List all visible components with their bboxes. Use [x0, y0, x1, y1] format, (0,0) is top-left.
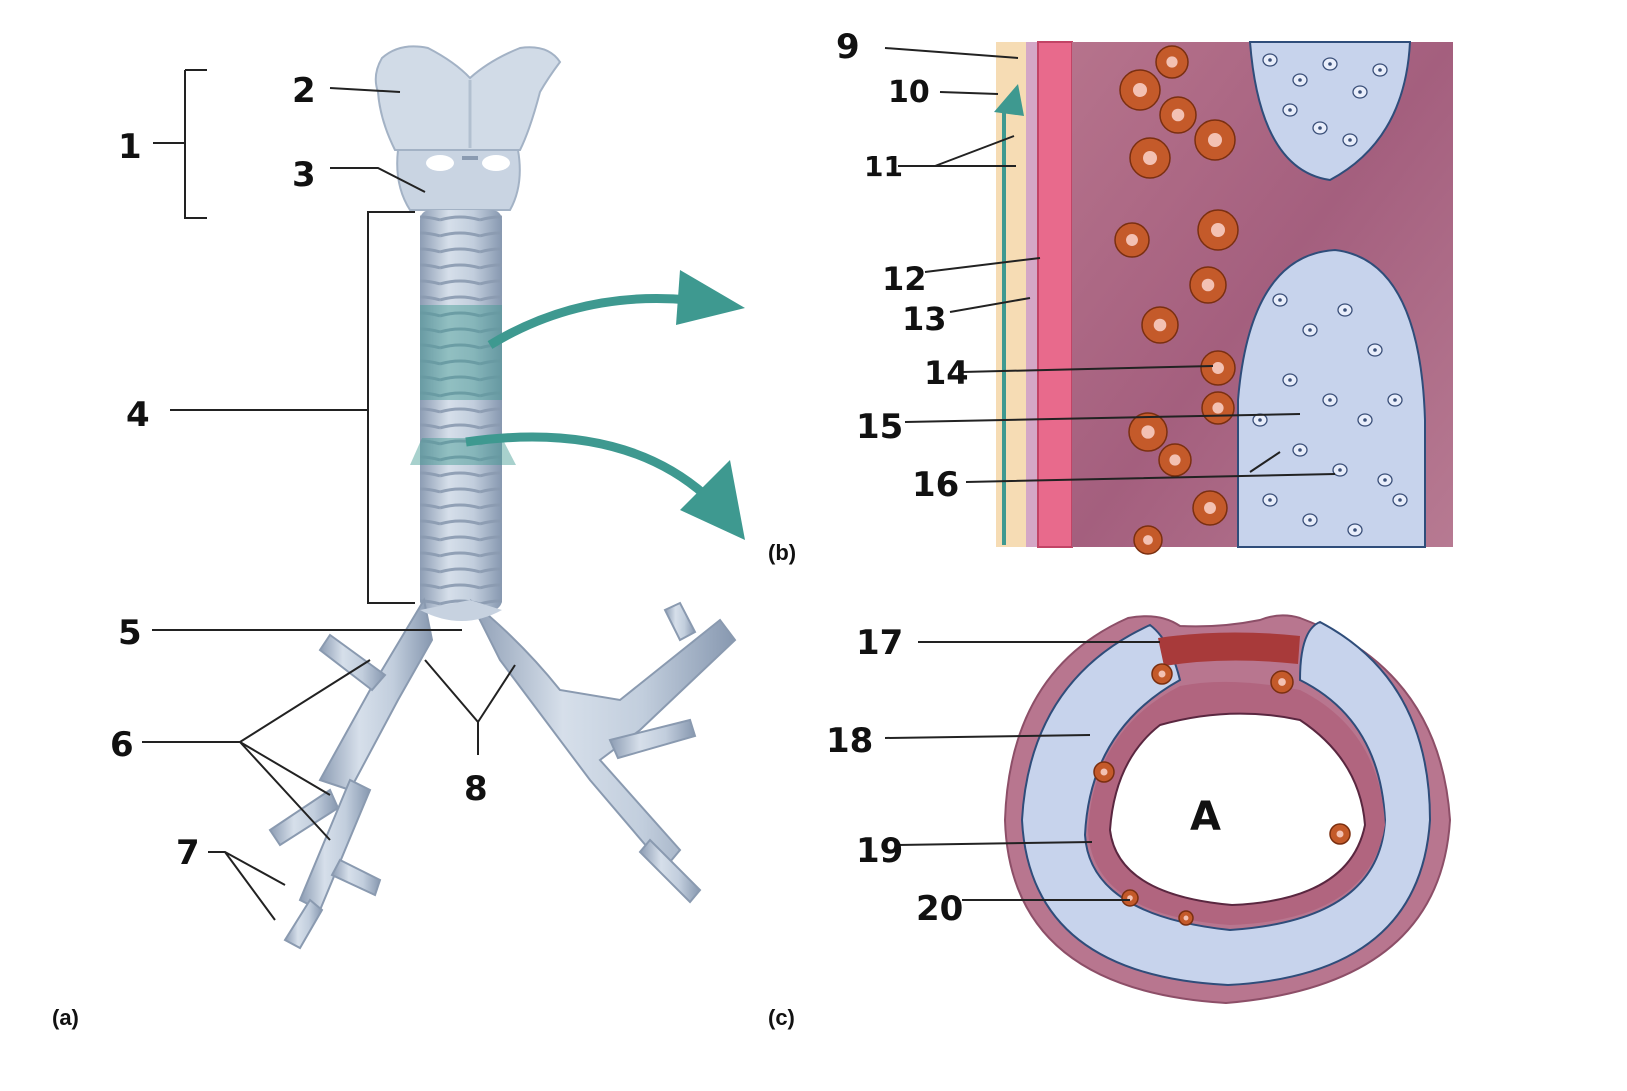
label-13: 13 [902, 300, 947, 338]
chondrocyte-nucleus [1288, 378, 1292, 382]
trachealis-muscle [1158, 632, 1300, 666]
gland-acinus [1178, 910, 1194, 926]
label-11: 11 [864, 150, 903, 183]
label-7: 7 [176, 833, 200, 873]
panel-c-leaders [884, 641, 1160, 901]
chondrocyte-nucleus [1308, 328, 1312, 332]
chondrocyte-nucleus [1288, 108, 1292, 112]
section-highlight-longitudinal [420, 305, 502, 400]
chondrocyte-nucleus [1383, 478, 1387, 482]
gland-acinus [1159, 96, 1197, 134]
label-4: 4 [126, 395, 150, 435]
chondrocyte-nucleus [1298, 78, 1302, 82]
chondrocyte-nucleus [1328, 62, 1332, 66]
basement-layer [1026, 42, 1038, 547]
chondrocyte-nucleus [1343, 308, 1347, 312]
label-1: 1 [118, 127, 142, 167]
chondrocyte-nucleus [1298, 448, 1302, 452]
label-9: 9 [836, 27, 860, 67]
gland-acinus [1158, 443, 1192, 477]
panel-label-a: (a) [52, 1005, 79, 1030]
gland-acinus [1129, 137, 1171, 179]
chondrocyte-nucleus [1393, 398, 1397, 402]
chondrocyte-nucleus [1348, 138, 1352, 142]
mucus-layer [996, 42, 1026, 547]
gland-acinus [1133, 525, 1163, 555]
hyaline-ring [1020, 620, 1432, 987]
label-19: 19 [856, 831, 903, 871]
gland-acinus [1141, 306, 1179, 344]
chondrocyte-nucleus [1358, 90, 1362, 94]
gland-acinus [1121, 889, 1139, 907]
chondrocyte-nucleus [1398, 498, 1402, 502]
chondrocyte-nucleus [1378, 68, 1382, 72]
gland-acinus [1128, 412, 1168, 452]
label-3: 3 [292, 155, 316, 195]
gland-acinus [1201, 391, 1235, 425]
panel-a-leaders [142, 69, 516, 921]
chondrocyte-nucleus [1268, 498, 1272, 502]
label-14: 14 [924, 354, 969, 392]
label-17: 17 [856, 623, 903, 663]
label-6: 6 [110, 725, 134, 765]
panel-label-b: (b) [768, 540, 796, 565]
seromucous-glands [1114, 45, 1239, 555]
label-15: 15 [856, 407, 903, 447]
label-16: 16 [912, 465, 959, 505]
label-8: 8 [464, 769, 488, 809]
chondrocyte-nucleus [1258, 418, 1262, 422]
label-10: 10 [888, 75, 930, 110]
gland-acinus [1194, 119, 1236, 161]
label-18: 18 [826, 721, 873, 761]
chondrocyte-nucleus [1318, 126, 1322, 130]
chondrocyte-nucleus [1308, 518, 1312, 522]
gland-acinus [1329, 823, 1351, 845]
bronchial-tree [268, 597, 737, 950]
gland-acinus [1200, 350, 1236, 386]
gland-acinus [1093, 761, 1115, 783]
gland-acinus [1197, 209, 1239, 251]
panel-a-illustration [268, 45, 745, 950]
chondrocyte-nucleus [1363, 418, 1367, 422]
ciliated-epithelium [1037, 41, 1073, 548]
chondrocytes [1252, 53, 1408, 537]
gland-acinus [1192, 490, 1228, 526]
panel-labels: (a) (b) (c) [52, 540, 796, 1030]
chondrocyte-nucleus [1328, 398, 1332, 402]
label-2: 2 [292, 71, 316, 111]
gland-acinus [1119, 69, 1161, 111]
chondrocyte-nucleus [1353, 528, 1357, 532]
gland-acinus [1155, 45, 1189, 79]
number-labels: 1 2 3 4 5 6 7 8 9 10 11 12 13 14 15 16 1… [110, 27, 1221, 929]
label-20: 20 [916, 889, 963, 929]
section-highlight-cross [410, 438, 516, 465]
chondrocyte-nucleus [1338, 468, 1342, 472]
lumen [1108, 712, 1367, 907]
gland-acinus [1189, 266, 1227, 304]
arrow-to-c [465, 432, 708, 499]
gland-acinus [1114, 222, 1150, 258]
chondrocyte-nucleus [1268, 58, 1272, 62]
gland-acinus [1270, 670, 1294, 694]
panel-label-c: (c) [768, 1005, 795, 1030]
lumen-letter: A [1190, 794, 1221, 840]
chondrocyte-nucleus [1373, 348, 1377, 352]
label-5: 5 [118, 613, 142, 653]
hyaline-cartilage-upper [1248, 41, 1412, 182]
panel-b-leaders [884, 47, 1336, 483]
mucosal-glands [1093, 663, 1351, 926]
panel-b-illustration [994, 41, 1453, 555]
chondrocyte-nucleus [1278, 298, 1282, 302]
arrow-to-b [487, 293, 691, 349]
gland-acinus [1151, 663, 1173, 685]
panel-c-illustration [1003, 614, 1452, 1005]
label-12: 12 [882, 260, 927, 298]
thyroid-cartilage [374, 45, 562, 151]
